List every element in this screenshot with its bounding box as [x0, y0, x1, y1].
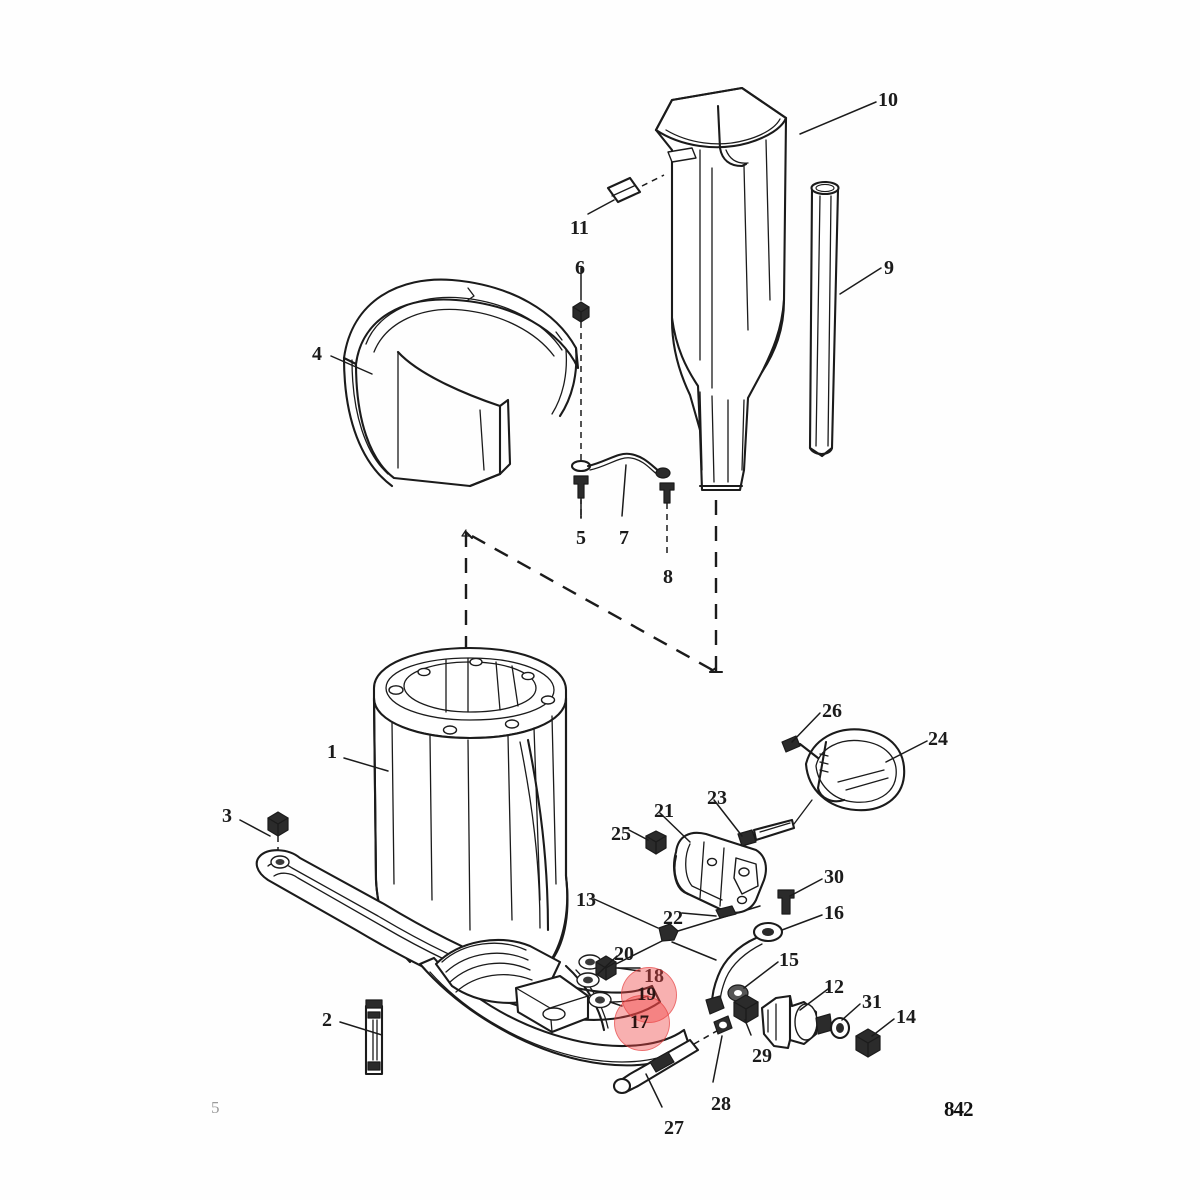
- part-9-tube: [808, 180, 840, 458]
- callout-number-23: 23: [707, 787, 727, 809]
- callout-number-4: 4: [312, 343, 322, 365]
- callout-leaders: [239, 101, 928, 1108]
- callout-number-29: 29: [752, 1045, 772, 1067]
- callout-number-14: 14: [896, 1006, 916, 1028]
- assembly-guide-lines: [461, 500, 724, 674]
- callout-number-10: 10: [878, 89, 898, 111]
- callout-number-27: 27: [664, 1117, 684, 1139]
- callout-number-8: 8: [663, 566, 673, 588]
- plate-code: 842: [944, 1097, 973, 1121]
- part-2-bolt: [364, 999, 384, 1076]
- part-21-swivel-bracket: [645, 818, 796, 919]
- highlight-label-17: 17: [630, 1012, 649, 1033]
- callout-number-13: 13: [576, 889, 596, 911]
- callout-number-26: 26: [822, 700, 842, 722]
- callout-number-12: 12: [824, 976, 844, 998]
- callout-number-28: 28: [711, 1093, 731, 1115]
- callout-number-21: 21: [654, 800, 674, 822]
- hardware-13-18-19-20: [576, 898, 761, 1009]
- callout-number-9: 9: [884, 257, 894, 279]
- callout-number-31: 31: [862, 991, 882, 1013]
- hardware-15-16-30: [705, 889, 795, 1015]
- part-11-key: [606, 174, 665, 204]
- callout-number-7: 7: [619, 527, 629, 549]
- highlight-label-19: 19: [637, 984, 656, 1005]
- callout-number-20: 20: [614, 943, 634, 965]
- callout-number-11: 11: [570, 217, 589, 239]
- hardware-27-28-29: [612, 994, 759, 1095]
- callout-number-6: 6: [575, 257, 585, 279]
- corner-mark-left: 5: [211, 1098, 220, 1117]
- hardware-5-6-7-8: [570, 267, 675, 556]
- callout-number-5: 5: [576, 527, 586, 549]
- callout-number-1: 1: [327, 741, 337, 763]
- callout-number-30: 30: [824, 866, 844, 888]
- highlight-circle-17: [614, 995, 670, 1051]
- part-24-cover: [781, 728, 906, 825]
- part-lower-arm-plate: [255, 849, 692, 1067]
- callout-number-3: 3: [222, 805, 232, 827]
- part-10-upper-housing: [654, 86, 788, 492]
- callout-number-25: 25: [611, 823, 631, 845]
- callout-number-16: 16: [824, 902, 844, 924]
- part-4-cowl: [342, 278, 580, 488]
- callout-number-2: 2: [322, 1009, 332, 1031]
- callout-number-22: 22: [663, 907, 683, 929]
- callout-number-15: 15: [779, 949, 799, 971]
- callout-number-24: 24: [928, 728, 948, 750]
